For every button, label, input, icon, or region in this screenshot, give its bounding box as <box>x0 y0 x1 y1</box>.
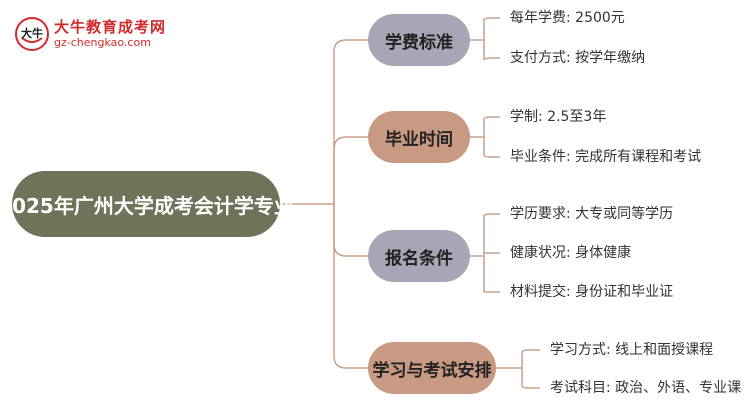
logo-title: 大牛教育成考网 <box>54 18 167 36</box>
category-tuition: 学费标准 <box>368 14 470 66</box>
site-logo[interactable]: 大牛 大牛教育成考网 gz-chengkao.com <box>14 14 174 54</box>
logo-badge-text: 大牛 <box>21 26 43 40</box>
leaf-payment-method: 支付方式: 按学年缴纳 <box>510 50 646 66</box>
root-node: 2025年广州大学成考会计学专业 <box>0 171 294 237</box>
logo-badge-icon: 大牛 <box>15 17 49 51</box>
leaf-graduation-condition: 毕业条件: 完成所有课程和考试 <box>510 149 702 165</box>
leaf-documents-submission: 材料提交: 身份证和毕业证 <box>510 284 674 300</box>
category-enrollment-requirements: 报名条件 <box>368 230 470 282</box>
leaf-exam-subjects: 考试科目: 政治、外语、专业课 <box>550 380 742 396</box>
logo-url: gz-chengkao.com <box>54 36 151 49</box>
leaf-annual-tuition: 每年学费: 2500元 <box>510 10 625 26</box>
leaf-health-status: 健康状况: 身体健康 <box>510 245 632 261</box>
category-study-exam-arrangement: 学习与考试安排 <box>368 342 496 394</box>
leaf-study-mode: 学习方式: 线上和面授课程 <box>550 342 714 358</box>
leaf-education-requirement: 学历要求: 大专或同等学历 <box>510 206 674 222</box>
leaf-study-length: 学制: 2.5至3年 <box>510 109 607 125</box>
category-graduation-time: 毕业时间 <box>368 111 470 163</box>
